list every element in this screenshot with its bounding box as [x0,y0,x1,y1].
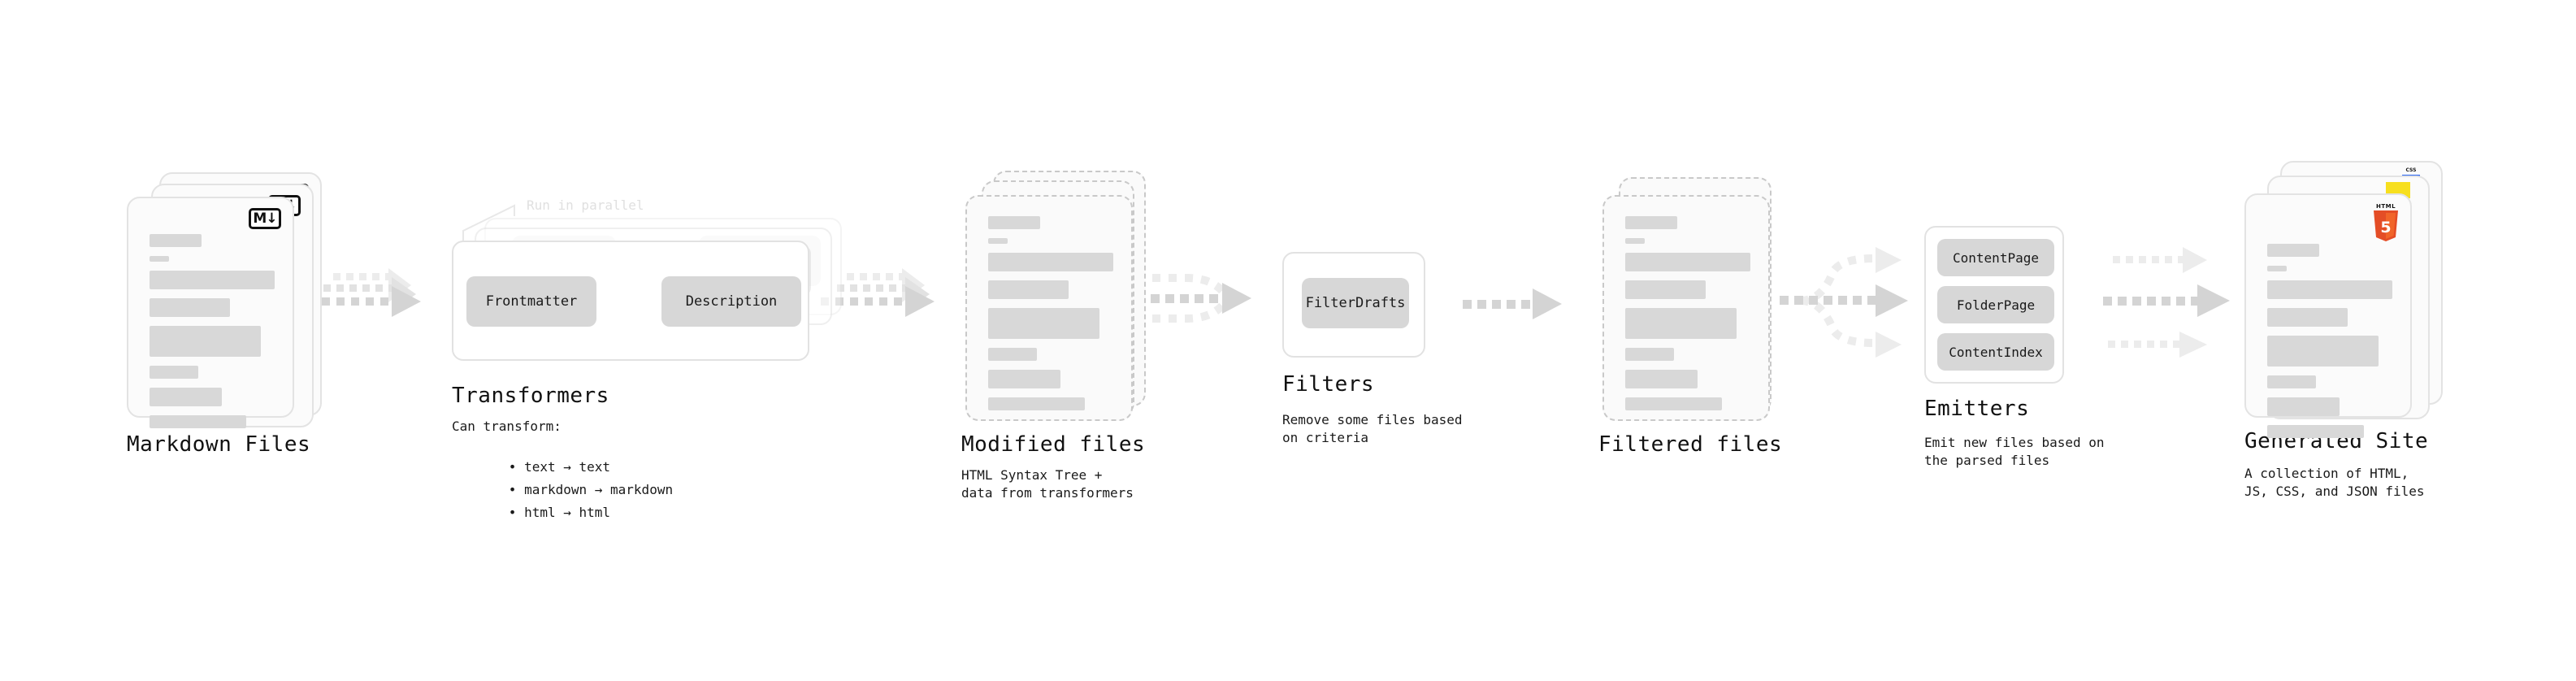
html5-badge-label: HTML [2375,203,2396,210]
bullet-dot: • [508,505,525,521]
skeleton-bar [150,256,169,262]
emitters-subtitle: Emit new files based on the parsed files [1924,435,2105,469]
html5-digit-label: 5 [2380,219,2391,236]
skeleton-bar [1625,238,1645,244]
skeleton-bar [2267,375,2317,388]
skeleton-bar [1625,397,1722,410]
site-card-skeleton [2267,244,2392,447]
emitters-title: Emitters [1924,397,2030,421]
skeleton-bar [988,253,1113,271]
bullet-dot: • [508,482,525,498]
arrow-filters-to-filtered [1463,288,1562,319]
skeleton-bar [2267,336,2379,367]
emitter-node-contentindex[interactable]: ContentIndex [1937,333,2054,371]
transformer-node-description[interactable]: Description [661,276,801,327]
modified-files-subtitle: HTML Syntax Tree + data from transformer… [961,467,1134,501]
modified-files-title: Modified files [961,432,1146,457]
skeleton-bar [988,397,1085,410]
filters-title: Filters [1282,372,1375,397]
filtered-files-title: Filtered files [1598,432,1783,457]
emitter-node-contentpage[interactable]: ContentPage [1937,239,2054,276]
html5-badge-icon: HTML 5 [2371,203,2400,241]
skeleton-bar [2267,397,2340,416]
skeleton-bar [150,366,199,379]
arrow-modified-to-filters [1151,274,1251,323]
skeleton-bar [2267,266,2287,271]
transformers-subtitle: Can transform: [452,419,562,434]
filtered-card-front[interactable] [1602,195,1770,421]
markdown-card-skeleton [150,234,275,437]
skeleton-bar [2267,280,2392,299]
skeleton-bar [1625,370,1698,388]
transformer-group-front[interactable]: Frontmatter Description [452,241,809,361]
skeleton-bar [988,216,1040,229]
arrow-markdown-to-transformers [307,268,421,317]
filters-group[interactable]: FilterDrafts [1282,252,1425,358]
skeleton-bar [988,308,1100,339]
skeleton-bar [150,415,246,428]
transformers-title: Transformers [452,384,609,408]
skeleton-bar [2267,308,2348,327]
skeleton-bar [150,388,223,406]
site-card-html[interactable]: HTML 5 [2244,193,2412,438]
skeleton-bar [2267,425,2364,438]
emitter-node-folderpage[interactable]: FolderPage [1937,286,2054,323]
bullet-dot: • [508,459,525,475]
markdown-card-front[interactable]: M↓ [127,197,294,428]
skeleton-bar [150,298,230,317]
arrow-emitters-to-site [2103,247,2230,358]
generated-site-subtitle: A collection of HTML, JS, CSS, and JSON … [2244,466,2425,500]
skeleton-bar [1625,253,1750,271]
skeleton-bar [1625,280,1706,299]
filter-node-filterdrafts[interactable]: FilterDrafts [1302,278,1409,328]
skeleton-bar [1625,308,1737,339]
markdown-files-title: Markdown Files [127,432,311,457]
skeleton-bar [988,348,1038,361]
filtered-card-skeleton [1625,216,1750,419]
transformers-bullet-1: • markdown → markdown [508,482,674,498]
skeleton-bar [988,238,1008,244]
skeleton-bar [2267,244,2319,257]
skeleton-bar [1625,216,1677,229]
run-in-parallel-bracket [462,204,515,242]
skeleton-bar [150,326,262,357]
modified-card-front[interactable] [965,195,1133,421]
skeleton-bar [150,234,202,247]
skeleton-bar [150,271,275,289]
skeleton-bar [988,280,1069,299]
run-in-parallel-label: Run in parallel [527,197,644,213]
arrow-filtered-to-emitters [1780,247,1908,358]
transformers-bullet-2: • html → html [508,505,611,521]
skeleton-bar [988,370,1061,388]
emitters-group[interactable]: ContentPage FolderPage ContentIndex [1924,226,2064,384]
skeleton-bar [1625,348,1675,361]
markdown-badge-icon: M↓ [249,208,281,229]
modified-card-skeleton [988,216,1113,419]
css-badge-label: CSS [2405,167,2417,173]
filters-subtitle: Remove some files based on criteria [1282,412,1463,446]
transformers-bullet-0: • text → text [508,459,611,475]
transformer-node-frontmatter[interactable]: Frontmatter [466,276,596,327]
